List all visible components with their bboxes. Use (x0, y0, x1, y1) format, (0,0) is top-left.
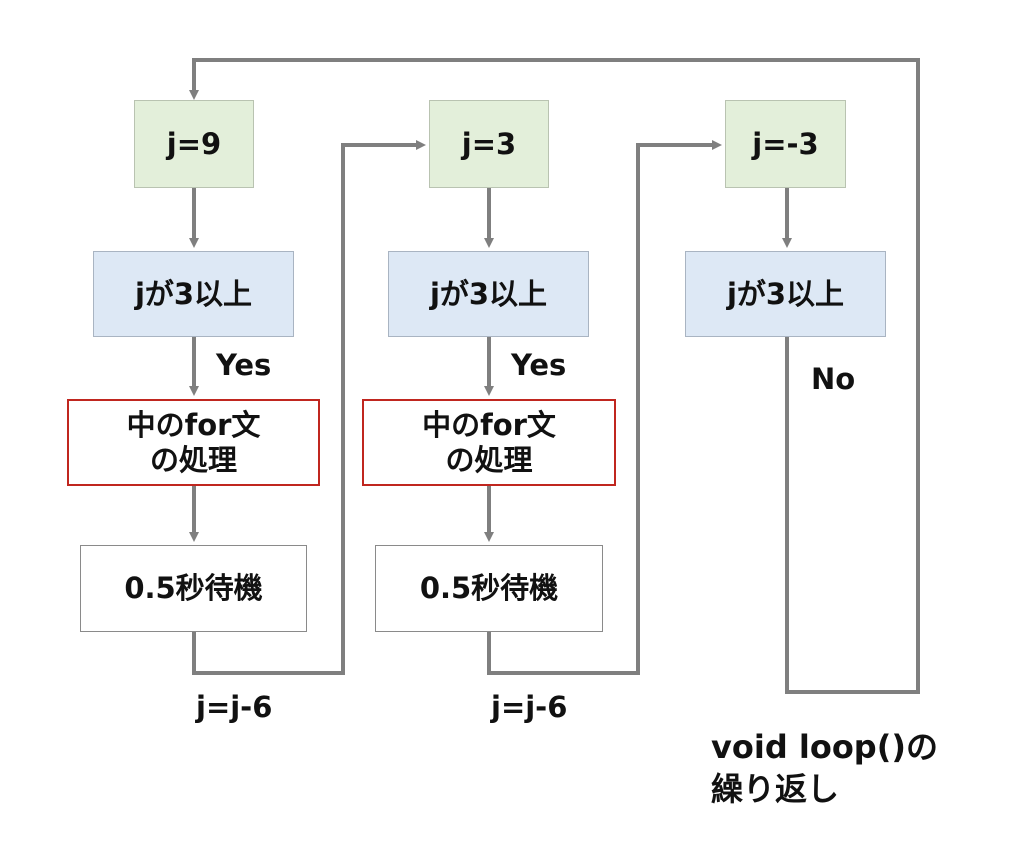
condition-label-1: jが3以上 (134, 276, 253, 311)
arrow-loop-back (189, 58, 920, 694)
condition-box-2: jが3以上 (388, 251, 589, 337)
assign-label-2: j=3 (461, 126, 517, 161)
assign-box-2: j=3 (429, 100, 549, 188)
wait-label-1: 0.5秒待機 (124, 571, 263, 606)
branch-label-2: Yes (511, 348, 567, 382)
branch-label-3: No (811, 362, 856, 396)
wait-box-1: 0.5秒待機 (80, 545, 307, 632)
process-line2-2: の処理 (445, 442, 533, 477)
branch-label-1: Yes (216, 348, 272, 382)
process-line1-1: 中のfor文 (126, 407, 261, 442)
assign-box-1: j=9 (134, 100, 254, 188)
loop-note: void loop()の 繰り返し (711, 726, 938, 810)
assign-label-3: j=-3 (752, 126, 819, 161)
loop-note-line2: 繰り返し (711, 770, 840, 809)
process-box-2: 中のfor文 の処理 (362, 399, 616, 486)
arrow-update-to-next-2 (487, 140, 722, 675)
assign-box-3: j=-3 (725, 100, 846, 188)
condition-label-3: jが3以上 (726, 276, 845, 311)
process-box-1: 中のfor文 の処理 (67, 399, 320, 486)
wait-box-2: 0.5秒待機 (375, 545, 603, 632)
condition-label-2: jが3以上 (429, 276, 548, 311)
condition-box-1: jが3以上 (93, 251, 294, 337)
assign-label-1: j=9 (166, 126, 222, 161)
wait-label-2: 0.5秒待機 (419, 571, 559, 606)
process-line1-2: 中のfor文 (422, 407, 556, 442)
update-label-1: j=j-6 (196, 690, 273, 724)
condition-box-3: jが3以上 (685, 251, 886, 337)
update-label-2: j=j-6 (491, 690, 568, 724)
arrow-update-to-next-1 (192, 140, 426, 675)
process-line2-1: の処理 (149, 442, 237, 477)
loop-note-line1: void loop()の (711, 728, 938, 766)
